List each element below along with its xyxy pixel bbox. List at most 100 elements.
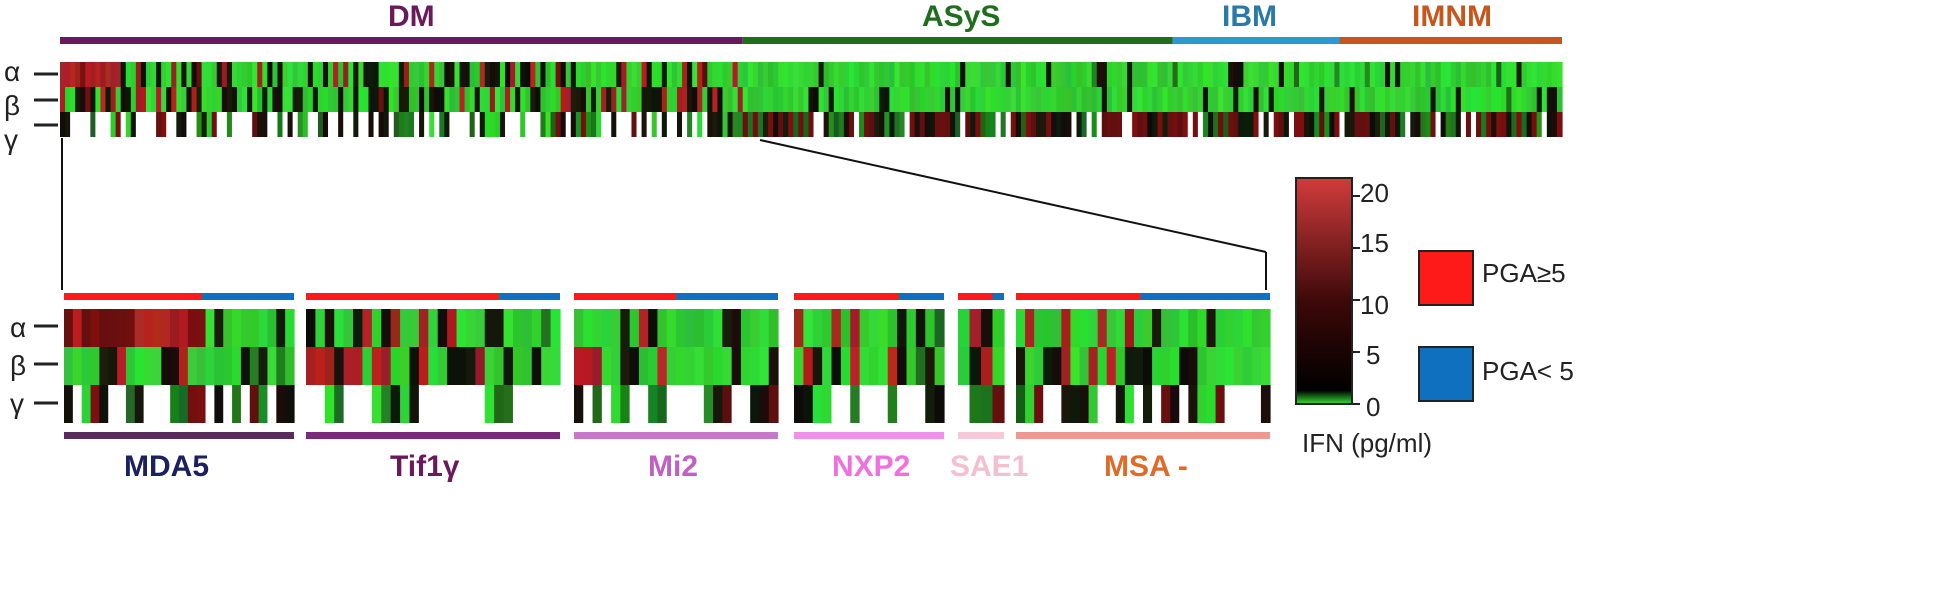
top-asys-cell	[1046, 87, 1052, 112]
top-dm-cell	[515, 87, 521, 112]
top-dm-cell	[125, 62, 132, 87]
top-asys-cell	[924, 87, 931, 112]
bottom-mda5-cell	[214, 347, 224, 385]
top-asys-cell	[1111, 87, 1118, 112]
top-dm-cell	[525, 112, 531, 137]
top-ibm-cell	[1324, 112, 1330, 137]
top-imnm-cell	[1425, 87, 1432, 112]
bottom-mi2-cell	[574, 309, 584, 347]
top-imnm-cell	[1390, 87, 1396, 112]
bottom-mda5-cell	[205, 347, 215, 385]
top-asys-cell	[919, 112, 926, 137]
bottom-mda5-cell	[187, 385, 198, 423]
top-dm-cell	[494, 112, 501, 137]
bottom-tif1-cell	[362, 347, 373, 385]
top-dm-cell	[565, 62, 572, 87]
top-dm-cell	[135, 112, 142, 137]
bottom-tif1-cell	[400, 309, 411, 347]
top-ibm-cell	[1228, 112, 1234, 137]
top-asys-cell	[747, 87, 754, 112]
top-dm-cell	[732, 62, 739, 87]
top-imnm-cell	[1531, 112, 1538, 137]
top-dm-cell	[65, 112, 71, 137]
top-asys-cell	[823, 112, 830, 137]
top-imnm-cell	[1425, 112, 1432, 137]
top-asys-cell	[828, 87, 835, 112]
top-dm-cell	[328, 87, 334, 112]
top-asys-cell	[818, 62, 825, 87]
top-dm-cell	[641, 112, 648, 137]
top-asys-cell	[1015, 62, 1022, 87]
top-dm-cell	[65, 87, 71, 112]
bottom-nxp2-cell	[803, 385, 814, 423]
top-dm-cell	[393, 112, 400, 137]
top-dm-cell	[424, 112, 430, 137]
top-imnm-cell	[1536, 62, 1543, 87]
top-asys-cell	[1116, 112, 1123, 137]
bottom-mi2-cell	[629, 309, 640, 347]
colorbar-tick-15: 15	[1360, 228, 1389, 258]
top-dm-cell	[272, 62, 279, 87]
top-asys-cell	[1127, 62, 1133, 87]
top-dm-cell	[171, 112, 177, 137]
top-imnm-cell	[1541, 87, 1548, 112]
bottom-tif1-cell	[522, 385, 533, 423]
top-asys-cell	[945, 87, 951, 112]
bottom-mda5-cell	[99, 309, 109, 347]
bottom-tif1-cell	[334, 385, 345, 423]
bottom-sae1-cell	[958, 347, 971, 385]
top-asys-cell	[823, 87, 830, 112]
top-asys-cell	[757, 112, 764, 137]
top-dm-cell	[717, 62, 724, 87]
top-asys-cell	[778, 87, 784, 112]
bottom-tif1-cell	[324, 309, 335, 347]
top-dm-cell	[110, 62, 117, 87]
top-ibm-cell	[1197, 62, 1204, 87]
top-asys-cell	[1111, 112, 1118, 137]
top-asys-cell	[1137, 112, 1143, 137]
top-dm-cell	[601, 112, 607, 137]
top-imnm-cell	[1511, 62, 1518, 87]
bottom-msa-cell	[1070, 385, 1081, 423]
top-asys-cell	[980, 87, 987, 112]
bottom-mda5-cell	[134, 347, 145, 385]
bottom-nxp2-cell	[925, 347, 936, 385]
bottom-tif1-cell	[353, 347, 364, 385]
bottom-msa-cell	[1070, 309, 1081, 347]
top-asys-cell	[757, 87, 764, 112]
bottom-mi2-cell	[759, 309, 770, 347]
top-imnm-cell	[1526, 112, 1533, 137]
top-dm-cell	[489, 112, 496, 137]
bottom-tif1-cell	[371, 385, 382, 423]
top-imnm-cell	[1476, 112, 1482, 137]
subgroup-bar	[794, 432, 944, 439]
bottom-mi2-cell	[611, 385, 621, 423]
top-asys-cell	[752, 87, 759, 112]
top-ibm-cell	[1197, 87, 1204, 112]
bottom-nxp2-cell	[831, 385, 842, 423]
bottom-mda5-cell	[240, 347, 251, 385]
bottom-msa-cell	[1025, 347, 1035, 385]
bottom-msa-cell	[1124, 347, 1135, 385]
top-dm-cell	[262, 62, 268, 87]
bottom-tif1-cell	[437, 385, 448, 423]
top-dm-cell	[393, 87, 400, 112]
top-dm-cell	[419, 112, 425, 137]
bottom-nxp2-cell	[794, 385, 804, 423]
top-dm-cell	[697, 87, 703, 112]
bottom-msa-cell	[1152, 385, 1162, 423]
top-asys-cell	[1132, 62, 1138, 87]
subgroup-bar	[574, 432, 778, 439]
top-dm-cell	[631, 112, 638, 137]
bottom-msa-cell	[1097, 347, 1108, 385]
top-ibm-cell	[1299, 62, 1305, 87]
top-dm-cell	[363, 62, 370, 87]
top-imnm-cell	[1496, 87, 1502, 112]
top-dm-cell	[540, 62, 547, 87]
bottom-tif1-cell	[315, 347, 326, 385]
bottom-nxp2-cell	[934, 347, 945, 385]
top-asys-cell	[1116, 62, 1123, 87]
bottom-msa-cell	[1188, 385, 1199, 423]
top-ibm-cell	[1288, 62, 1295, 87]
top-imnm-cell	[1390, 62, 1396, 87]
